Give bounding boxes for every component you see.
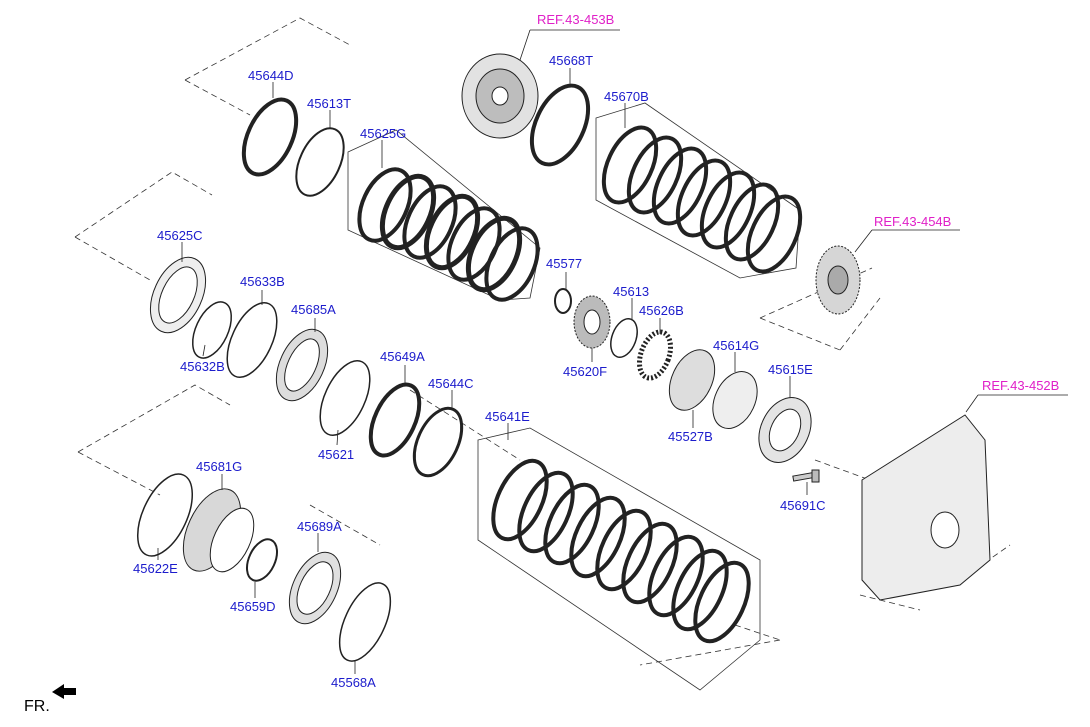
label-45668t: 45668T (549, 53, 593, 68)
ref-label-453b[interactable]: REF.43-453B (537, 12, 614, 27)
clutch-pack-45625g (357, 167, 540, 302)
group-outline-45644d (184, 17, 351, 81)
snap-ring-45668t (529, 83, 591, 167)
housing-ref-452b (861, 414, 991, 601)
dash-line (74, 236, 151, 281)
clutch-pack-45641e (491, 458, 751, 644)
ref-label-452b[interactable]: REF.43-452B (982, 378, 1059, 393)
label-45620f: 45620F (563, 364, 607, 379)
snap-ring-45659d (245, 538, 279, 582)
leader-lines (157, 29, 1068, 674)
plate-45649a (368, 382, 422, 458)
snap-ring-45622e (136, 473, 194, 557)
snap-ring-45568a (338, 582, 392, 662)
label-45644c: 45644C (428, 376, 474, 391)
ring-45632b (191, 301, 233, 359)
group-box-45625g (347, 129, 541, 301)
dash-line (759, 317, 841, 351)
dash-line (309, 504, 381, 546)
label-45681g: 45681G (196, 459, 242, 474)
label-45633b: 45633B (240, 274, 285, 289)
gear-ref-454b (815, 245, 861, 315)
snap-ring-45613 (610, 318, 638, 358)
label-45625c: 45625C (157, 228, 203, 243)
label-45527b: 45527B (668, 429, 713, 444)
label-45626b: 45626B (639, 303, 684, 318)
label-45689a: 45689A (297, 519, 342, 534)
label-45622e: 45622E (133, 561, 178, 576)
dash-line (184, 79, 251, 116)
dash-line (409, 389, 521, 461)
label-45614g: 45614G (713, 338, 759, 353)
dash-line (859, 594, 921, 611)
seal-45633b (226, 302, 278, 378)
ring-45577 (554, 288, 572, 314)
group-outline-45681g (77, 384, 231, 453)
label-45613t: 45613T (307, 96, 351, 111)
clutch-retainer-45625c (149, 256, 207, 334)
retainer-45615e (758, 397, 812, 463)
spring-retainer-45685a (275, 328, 329, 402)
label-45577: 45577 (546, 256, 582, 271)
oil-pump-ref-453b (461, 53, 539, 139)
ring-45614g (712, 371, 758, 429)
piston-45527b (668, 349, 716, 411)
dash-line (814, 459, 871, 481)
plate-45689a (288, 551, 342, 625)
snap-ring-45621 (319, 360, 371, 436)
label-45621: 45621 (318, 447, 354, 462)
plate-45644c (412, 406, 464, 478)
label-45691c: 45691C (780, 498, 826, 513)
dash-line (639, 639, 781, 666)
label-45641e: 45641E (485, 409, 530, 424)
label-45632b: 45632B (180, 359, 225, 374)
bearing-45626b (636, 329, 674, 381)
label-45685a: 45685A (291, 302, 336, 317)
label-45568a: 45568A (331, 675, 376, 690)
dash-line (77, 451, 161, 496)
snap-ring-45613t (295, 127, 345, 197)
snap-ring-45644d (241, 97, 299, 177)
label-45613: 45613 (613, 284, 649, 299)
one-way-clutch-45620f (573, 295, 611, 349)
group-box-45670b (595, 102, 801, 279)
clutch-pack-45670b (601, 125, 803, 274)
label-45644d: 45644D (248, 68, 294, 83)
dash-line (839, 297, 881, 351)
bolt-45691c (792, 469, 820, 483)
label-45625g: 45625G (360, 126, 406, 141)
dash-line (734, 624, 781, 641)
front-direction-label: FR. (24, 698, 50, 715)
label-45615e: 45615E (768, 362, 813, 377)
label-45659d: 45659D (230, 599, 276, 614)
ref-label-454b[interactable]: REF.43-454B (874, 214, 951, 229)
drum-45681g (182, 488, 255, 573)
label-45649a: 45649A (380, 349, 425, 364)
front-direction-arrow-icon (52, 684, 76, 699)
group-box-45641e (477, 427, 761, 691)
label-45670b: 45670B (604, 89, 649, 104)
